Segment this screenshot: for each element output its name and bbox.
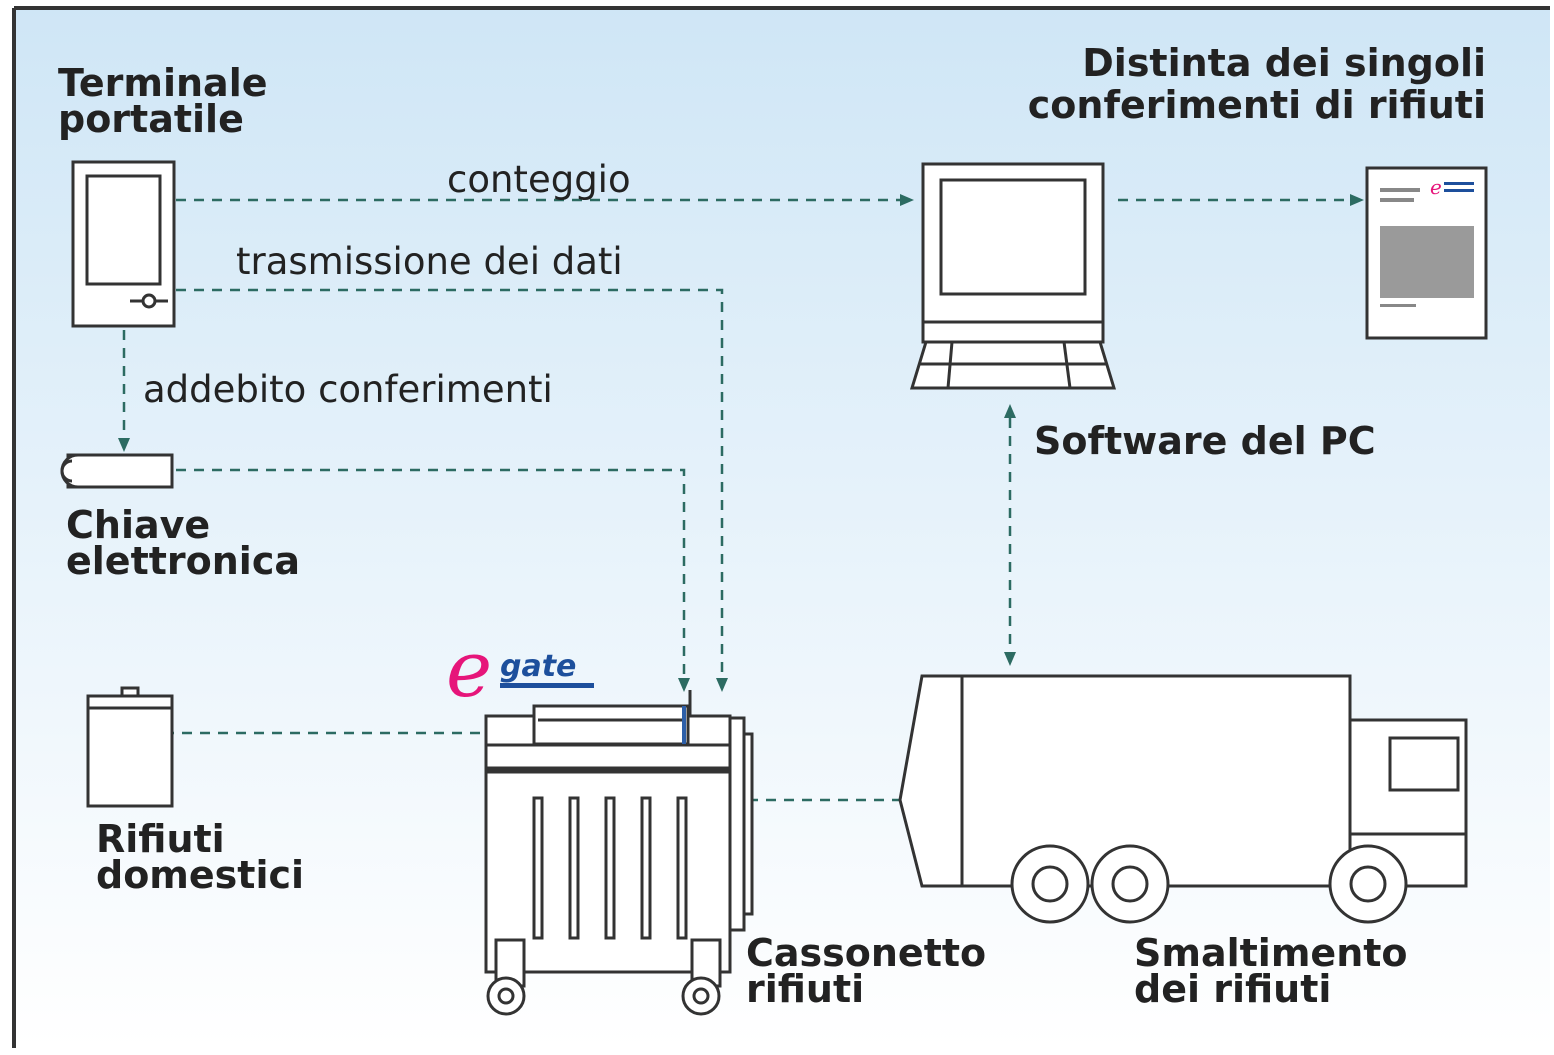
logo-letter: e <box>446 625 492 715</box>
waste-container-icon <box>484 690 754 1016</box>
logo-word: gate <box>500 649 576 684</box>
key-body <box>66 453 174 489</box>
arrow-charge <box>118 438 130 452</box>
container-rib-3 <box>604 796 616 940</box>
truck-wheel-1-hub <box>1031 865 1069 903</box>
truck-wheel-2-hub <box>1111 865 1149 903</box>
household-bin-handle <box>120 686 140 698</box>
container-side-rim <box>728 716 746 932</box>
waste-bag-icon <box>86 686 174 808</box>
keyboard-divider-right <box>1062 341 1072 389</box>
report-logo-line-1 <box>1444 182 1474 185</box>
label-bin-line1: Cassonetto <box>746 931 986 975</box>
report-header-line-2 <box>1380 198 1414 202</box>
truck-window <box>1388 736 1460 792</box>
household-bin-body <box>86 694 174 808</box>
labels: Terminale portatile Distinta dei singoli… <box>58 41 1486 1011</box>
label-disposal-line1: Smaltimento <box>1134 931 1408 975</box>
connector-data-transmission <box>176 288 724 678</box>
label-terminal-line1: Terminale <box>58 61 268 105</box>
report-footer-line <box>1380 304 1416 307</box>
monitor-screen <box>939 178 1087 296</box>
label-key-line1: Chiave <box>66 503 210 547</box>
document-icon: e <box>1365 166 1488 340</box>
electronic-key-icon <box>60 453 174 489</box>
container-wheel-left-hub <box>497 987 515 1005</box>
label-household-line2: domestici <box>96 853 304 897</box>
key-ring-inner <box>60 459 73 483</box>
label-data-transmission: trasmissione dei dati <box>236 240 623 283</box>
label-counting: conteggio <box>447 158 631 201</box>
container-wheel-right-hub <box>692 987 710 1005</box>
connectors <box>118 194 1364 806</box>
arrow-software-down <box>1004 652 1016 666</box>
egate-logo: e gate <box>446 625 594 715</box>
computer-icon <box>909 162 1117 390</box>
garbage-truck-icon <box>898 674 1468 924</box>
connector-key <box>176 468 686 678</box>
label-bin-line2: rifiuti <box>746 967 864 1011</box>
terminal-screen <box>85 174 162 286</box>
label-key-line2: elettronica <box>66 539 300 583</box>
arrow-key <box>678 678 690 692</box>
label-household-line1: Rifiuti <box>96 817 225 861</box>
keyboard-divider-left <box>946 341 954 389</box>
report-logo-mark: e <box>1430 175 1442 199</box>
container-rib-1 <box>532 796 544 940</box>
label-charge: addebito conferimenti <box>143 368 553 411</box>
container-side-hinge <box>742 732 754 916</box>
container-rib-2 <box>568 796 580 940</box>
container-rib-4 <box>640 796 652 940</box>
report-header-line-1 <box>1380 188 1420 192</box>
label-report-line1: Distinta dei singoli <box>1082 41 1486 85</box>
arrow-data-transmission <box>716 678 728 692</box>
label-terminal-line2: portatile <box>58 97 244 141</box>
label-disposal-line2: dei rifiuti <box>1134 967 1331 1011</box>
report-table-block <box>1380 226 1474 298</box>
arrow-software-up <box>1004 404 1016 418</box>
report-logo-line-2 <box>1444 189 1474 192</box>
label-software: Software del PC <box>1034 419 1376 463</box>
logo-underline <box>500 683 594 688</box>
handheld-terminal-icon <box>71 160 176 328</box>
arrow-report <box>1350 194 1364 206</box>
container-reader-housing <box>532 704 690 746</box>
label-report-line2: conferimenti di rifiuti <box>1028 83 1486 127</box>
truck-wheel-3-hub <box>1349 865 1387 903</box>
arrow-counting <box>900 194 914 206</box>
terminal-key-button <box>141 293 157 309</box>
container-rib-5 <box>676 796 688 940</box>
